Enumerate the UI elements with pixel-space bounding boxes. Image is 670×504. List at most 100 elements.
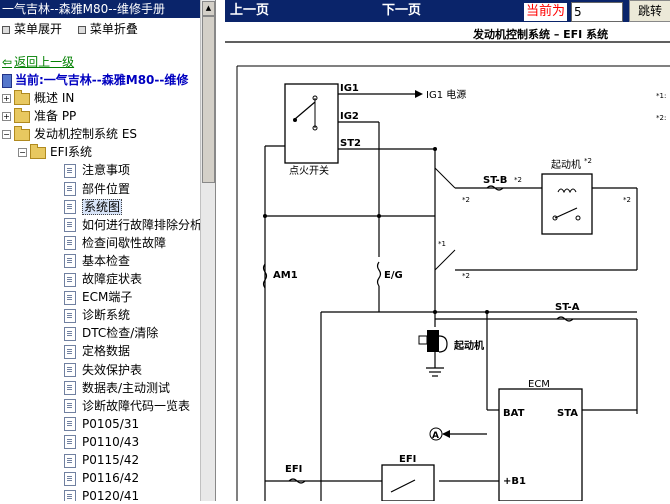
toc-item[interactable]: 诊断系统: [64, 307, 130, 323]
back-link-label: 返回上一级: [14, 55, 75, 69]
toc-item[interactable]: DTC检查/清除: [64, 325, 158, 341]
back-link[interactable]: ⇦返回上一级: [2, 54, 74, 70]
page-number-input[interactable]: [571, 2, 623, 22]
sta-fuse-label: ST-A: [555, 302, 580, 313]
toc-item[interactable]: 诊断故障代码一览表: [64, 398, 190, 414]
current-page-label: 当前为: [524, 3, 568, 21]
toc-item-label: 诊断系统: [82, 308, 131, 323]
document-icon: [64, 182, 76, 196]
current-location-label: 当前:一气吉林--森雅M80--维修: [15, 73, 189, 87]
wiring-diagram-svg: 发动机控制系统 – EFI 系统 点火开关 IG1 IG1 电源 IG2 ST2…: [225, 27, 670, 502]
toc-item[interactable]: 如何进行故障排除分析: [64, 217, 202, 233]
ig2-label: IG2: [340, 111, 359, 122]
stb-star: *2: [514, 176, 522, 184]
starter-relay-star: *2: [584, 157, 592, 165]
folder-icon: [14, 89, 30, 105]
collapse-minus-icon[interactable]: −: [18, 148, 27, 158]
ignition-switch-label: 点火开关: [289, 164, 329, 177]
toc-item[interactable]: 部件位置: [64, 181, 130, 197]
toc-item-label: 发动机控制系统 ES: [34, 127, 138, 142]
toc-item-label: 概述 IN: [34, 91, 75, 105]
toc-item[interactable]: P0110/43: [64, 434, 139, 450]
menu-expand-label: 菜单展开: [14, 22, 63, 36]
eg-fusible-icon: [376, 261, 382, 287]
starter-motor-body: [427, 330, 439, 352]
toc-item-label: 注意事项: [82, 163, 131, 178]
junction-dot: [377, 214, 381, 218]
menu-collapse-label: 菜单折叠: [89, 22, 138, 36]
toc-item[interactable]: − EFI系统: [18, 143, 93, 160]
prev-page-button[interactable]: 上一页: [230, 3, 270, 18]
toc-item-label: P0105/31: [82, 416, 140, 431]
menu-collapse-button[interactable]: 菜单折叠: [77, 20, 138, 38]
scroll-up-arrow-icon[interactable]: ▲: [202, 1, 215, 16]
ig1-power-label: IG1 电源: [426, 88, 466, 101]
collapse-minus-icon[interactable]: −: [2, 130, 11, 140]
relay-coil-icon: [557, 188, 577, 194]
document-icon: [64, 218, 76, 233]
toc-item[interactable]: 系统图: [64, 198, 123, 215]
option-link-1: [434, 167, 456, 189]
toc-item[interactable]: − 发动机控制系统 ES: [2, 125, 138, 142]
document-icon: [64, 236, 76, 251]
stb-label: ST-B: [483, 175, 507, 186]
toc-item[interactable]: + 概述 IN: [2, 89, 75, 106]
toc-item[interactable]: ECM端子: [64, 289, 132, 305]
next-page-button[interactable]: 下一页: [382, 3, 422, 18]
ecm-label: ECM: [528, 379, 550, 390]
toc-item-label: EFI系统: [50, 145, 93, 160]
expand-plus-icon[interactable]: +: [2, 112, 11, 122]
starter-motor-pin: [418, 335, 428, 345]
toc-item[interactable]: 检查间歇性故障: [64, 235, 166, 251]
scrollbar-thumb[interactable]: [202, 16, 215, 183]
toc-item[interactable]: 注意事项: [64, 162, 130, 178]
jump-button[interactable]: 跳转: [629, 0, 670, 22]
toc-item[interactable]: P0116/42: [64, 470, 139, 486]
eg-label: E/G: [384, 270, 403, 281]
junction-dot: [433, 147, 437, 151]
toc-item-label: P0116/42: [82, 471, 140, 486]
toc-item-label: P0120/41: [82, 489, 140, 501]
star2-tag: *2: [623, 196, 631, 204]
toc-item-label: 失效保护表: [82, 362, 143, 377]
document-icon: [64, 453, 76, 468]
toc-item[interactable]: +准备 PP: [2, 107, 76, 124]
ecm-bat-pin: BAT: [503, 408, 525, 419]
toc-item[interactable]: P0105/31: [64, 416, 139, 432]
relay-contact: [554, 207, 578, 219]
starter-relay-box: [541, 173, 593, 235]
toc-item[interactable]: 失效保护表: [64, 362, 142, 378]
note1: *1:: [656, 92, 666, 100]
document-icon: [64, 471, 76, 486]
star1-tag: *1: [438, 240, 446, 248]
ignition-switch-contact: [294, 101, 316, 120]
junction-dot: [433, 310, 437, 314]
document-icon: [64, 272, 76, 287]
toc-item[interactable]: P0115/42: [64, 452, 139, 468]
st2-label: ST2: [340, 138, 361, 149]
am1-label: AM1: [273, 270, 298, 281]
junction-dot: [485, 310, 489, 314]
ig1-label: IG1: [340, 83, 359, 94]
menu-expand-button[interactable]: 菜单展开: [2, 20, 62, 38]
expand-plus-icon[interactable]: +: [2, 94, 11, 103]
marker-a-label: A: [432, 431, 439, 441]
toc-item-label: ECM端子: [82, 290, 133, 305]
toc-item-label: DTC检查/清除: [82, 326, 159, 341]
am1-fusible-icon: [262, 263, 268, 289]
toc-item[interactable]: 基本检查: [64, 253, 130, 269]
document-icon: [64, 363, 76, 377]
toc-item[interactable]: P0120/41: [64, 488, 139, 501]
toc-item[interactable]: 数据表/主动测试: [64, 380, 170, 396]
toc-item-label: 如何进行故障排除分析: [82, 217, 203, 232]
starter-label: 起动机: [453, 339, 484, 352]
toc-item[interactable]: 定格数据: [64, 343, 130, 359]
toc-item-label: P0115/42: [82, 453, 140, 467]
menu-toggle-bar: 菜单展开 菜单折叠: [0, 20, 200, 38]
document-icon: [64, 308, 76, 323]
square-icon: [77, 25, 86, 34]
book-icon: [2, 73, 12, 88]
document-icon: [64, 489, 76, 501]
tree-scrollbar[interactable]: ▲: [200, 0, 215, 501]
toc-item[interactable]: 故障症状表: [64, 271, 142, 287]
